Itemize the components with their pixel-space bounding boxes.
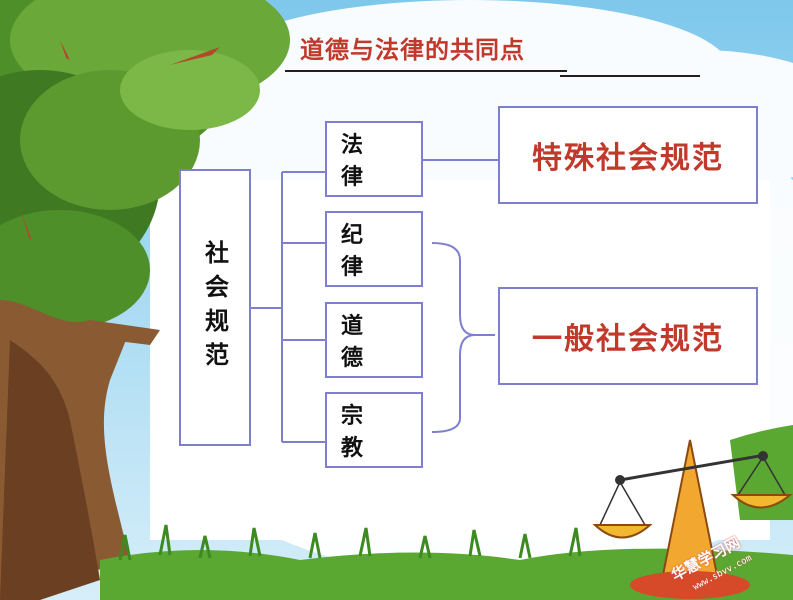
node-religion-label: 宗 教 <box>341 404 378 461</box>
title-underline <box>285 70 567 72</box>
category-general-label: 一般社会规范 <box>532 322 724 357</box>
title-underline-2 <box>560 75 700 77</box>
scales-illustration <box>592 439 793 599</box>
root-node-box: 社会规范 <box>179 169 251 446</box>
page-title: 道德与法律的共同点 <box>300 36 525 64</box>
category-special-label: 特殊社会规范 <box>532 141 724 176</box>
node-discipline: 纪 律 <box>325 211 423 287</box>
node-morality: 道 德 <box>325 302 423 378</box>
falling-leaves <box>20 40 220 240</box>
node-law: 法 律 <box>325 121 423 197</box>
root-node-label: 社会规范 <box>200 239 229 376</box>
node-religion: 宗 教 <box>325 392 423 468</box>
tree-canopy <box>0 0 290 330</box>
node-discipline-label: 纪 律 <box>341 223 378 280</box>
tree-trunk <box>0 300 160 600</box>
node-morality-label: 道 德 <box>341 314 378 371</box>
node-law-label: 法 律 <box>341 133 378 190</box>
category-special-norm: 特殊社会规范 <box>498 106 758 204</box>
category-general-norm: 一般社会规范 <box>498 287 758 385</box>
